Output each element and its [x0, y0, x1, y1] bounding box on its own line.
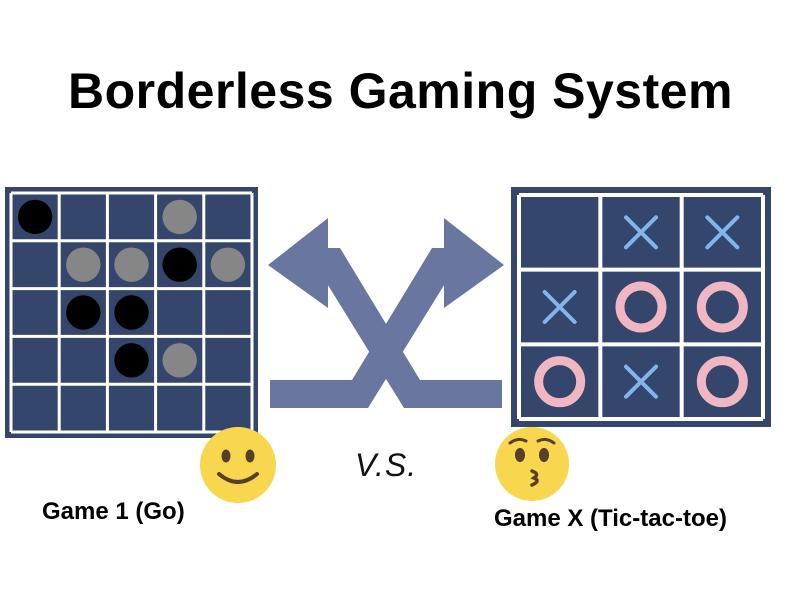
o-mark — [696, 281, 748, 333]
o-mark — [534, 356, 586, 408]
go-game-caption: Game 1 (Go) — [42, 498, 185, 525]
black-stone — [114, 295, 149, 330]
right-arrow-shaft — [270, 248, 446, 408]
gray-stone — [114, 247, 149, 282]
black-stone — [114, 343, 149, 378]
tic-tac-toe-game-caption: Game X (Tic-tac-toe) — [494, 505, 727, 532]
black-stone — [162, 247, 197, 282]
left-arrowhead — [268, 218, 328, 308]
swap-arrows-icon — [268, 218, 504, 408]
kissing-face-icon — [495, 427, 569, 501]
gray-stone — [162, 343, 197, 378]
x-mark — [542, 290, 577, 324]
tic-tac-toe-board — [511, 187, 771, 427]
slightly-smiling-face-icon — [200, 427, 276, 503]
o-mark — [696, 356, 748, 408]
gray-stone — [210, 247, 246, 282]
x-mark — [624, 215, 658, 250]
x-mark — [624, 364, 658, 399]
x-mark — [705, 215, 740, 250]
gray-stone — [162, 199, 197, 235]
black-stone — [66, 295, 101, 330]
go-board — [5, 187, 258, 438]
page-title: Borderless Gaming System — [67, 63, 734, 119]
o-mark — [615, 281, 667, 333]
gray-stone — [66, 247, 101, 282]
right-arrowhead — [444, 218, 504, 308]
versus-label: V.S. — [355, 447, 418, 483]
black-stone — [17, 199, 53, 235]
left-arrow-shaft — [326, 248, 502, 408]
